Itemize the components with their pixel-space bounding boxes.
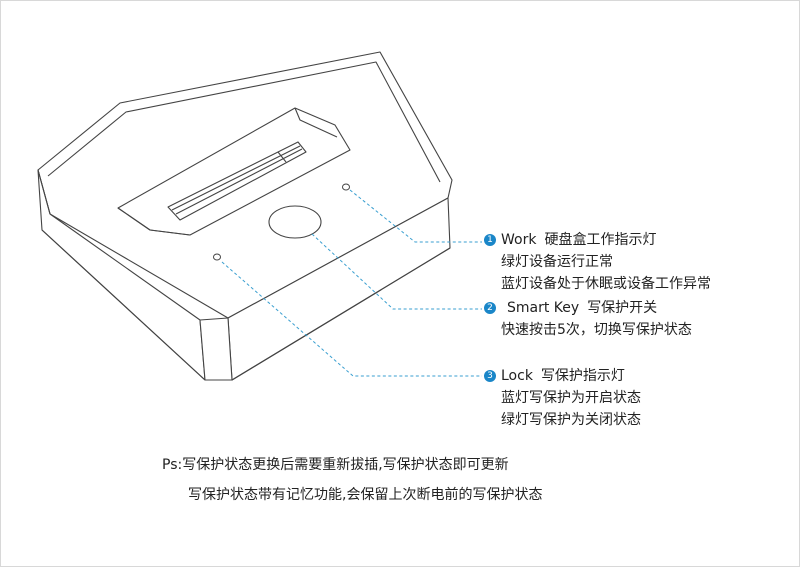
callout-title-cn: 写保护开关: [587, 300, 658, 316]
lock-led: [213, 253, 221, 261]
callout-title-en: Smart Key: [507, 300, 580, 316]
leader-line-lock: [221, 261, 482, 377]
callout-title-en: Work: [501, 232, 537, 248]
callout-line: 快速按击5次，切换写保护状态: [501, 322, 692, 338]
work-led: [342, 183, 350, 191]
leader-line-work: [349, 189, 482, 243]
device-top-bevel: [47, 61, 441, 183]
callout-lock: 3 Lock 写保护指示灯 蓝灯写保护为开启状态 绿灯写保护为关闭状态: [484, 365, 641, 431]
smart-key-button: [268, 205, 322, 239]
ps-note-line-2: 写保护状态带有记忆功能,会保留上次断电前的写保护状态: [188, 487, 543, 503]
callout-number-badge: 2: [484, 302, 496, 314]
leader-line-smart-key: [311, 233, 482, 310]
callout-number-badge: 3: [484, 370, 496, 382]
callout-title-cn: 硬盘盒工作指示灯: [544, 232, 657, 248]
callout-title-en: Lock: [501, 368, 533, 384]
callout-work: 1 Work 硬盘盒工作指示灯 绿灯设备运行正常 蓝灯设备处于休眠或设备工作异常: [484, 229, 711, 295]
device-corner-bevel: [199, 317, 233, 381]
ps-note: Ps:写保护状态更换后需要重新拔插,写保护状态即可更新 写保护状态带有记忆功能,…: [162, 450, 542, 510]
callout-title-cn: 写保护指示灯: [540, 368, 625, 384]
callout-line: 蓝灯写保护为开启状态: [501, 390, 641, 406]
callout-line: 绿灯设备运行正常: [501, 254, 613, 270]
callout-line: 绿灯写保护为关闭状态: [501, 412, 641, 428]
callout-line: 蓝灯设备处于休眠或设备工作异常: [501, 276, 711, 292]
callout-number-badge: 1: [484, 234, 496, 246]
callout-smart-key: 2 Smart Key 写保护开关 快速按击5次，切换写保护状态: [484, 297, 692, 341]
ps-note-line-1: Ps:写保护状态更换后需要重新拔插,写保护状态即可更新: [162, 457, 509, 473]
